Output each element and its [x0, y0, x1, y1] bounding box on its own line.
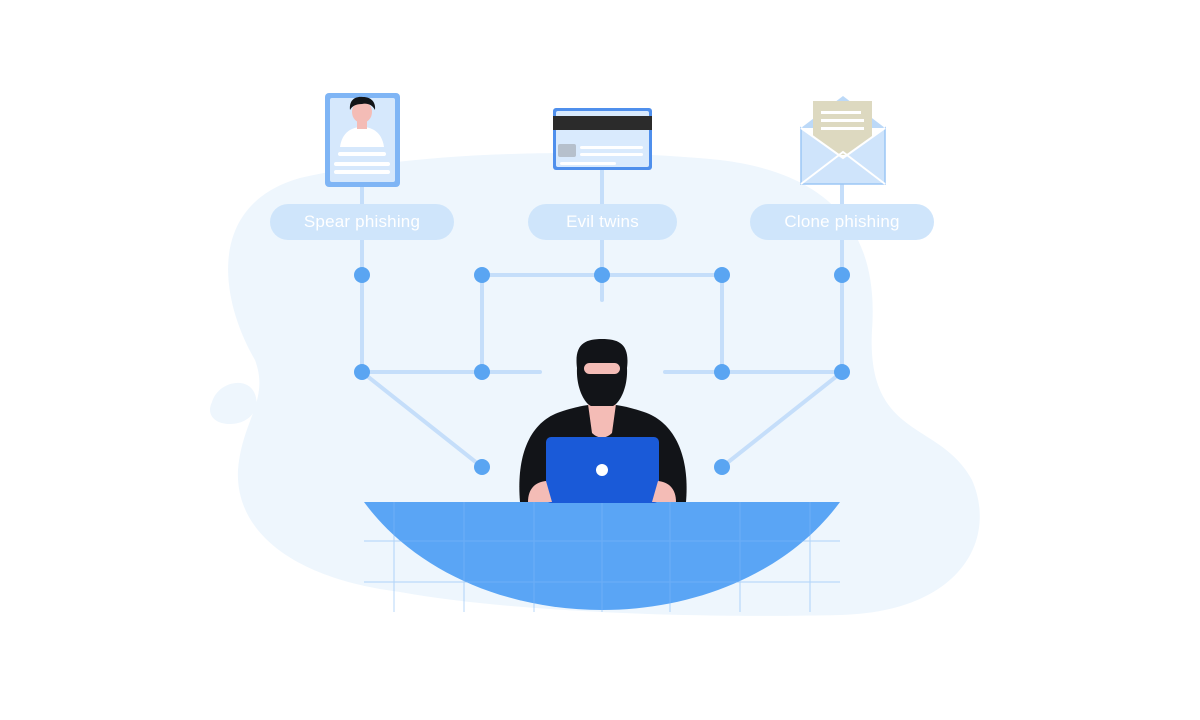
evil-twins-label[interactable]: Evil twins: [528, 204, 677, 240]
node-evil-left: [474, 267, 490, 283]
node-right-end: [714, 459, 730, 475]
spear-phishing-label[interactable]: Spear phishing: [270, 204, 454, 240]
node-right-inner: [714, 364, 730, 380]
laptop: [546, 437, 659, 503]
node-evil-center: [594, 267, 610, 283]
node-clone-top: [834, 267, 850, 283]
hacker-eye-slit: [584, 363, 620, 374]
node-left-end: [474, 459, 490, 475]
hacker-neck: [588, 404, 616, 438]
desk: [364, 502, 840, 612]
node-right-junction: [834, 364, 850, 380]
clone-phishing-label[interactable]: Clone phishing: [750, 204, 934, 240]
laptop-logo: [596, 464, 608, 476]
node-spear-top: [354, 267, 370, 283]
background-blob-small: [210, 382, 257, 424]
connection-nodes: [354, 267, 850, 475]
line-left-diagonal: [360, 370, 484, 469]
credit-card-icon: [553, 108, 652, 170]
id-card-icon: [325, 93, 400, 187]
hacker-hands: [528, 481, 676, 502]
open-envelope-icon: [800, 96, 886, 185]
node-evil-right: [714, 267, 730, 283]
node-left-junction: [354, 364, 370, 380]
node-left-inner: [474, 364, 490, 380]
line-right-diagonal: [720, 370, 844, 469]
